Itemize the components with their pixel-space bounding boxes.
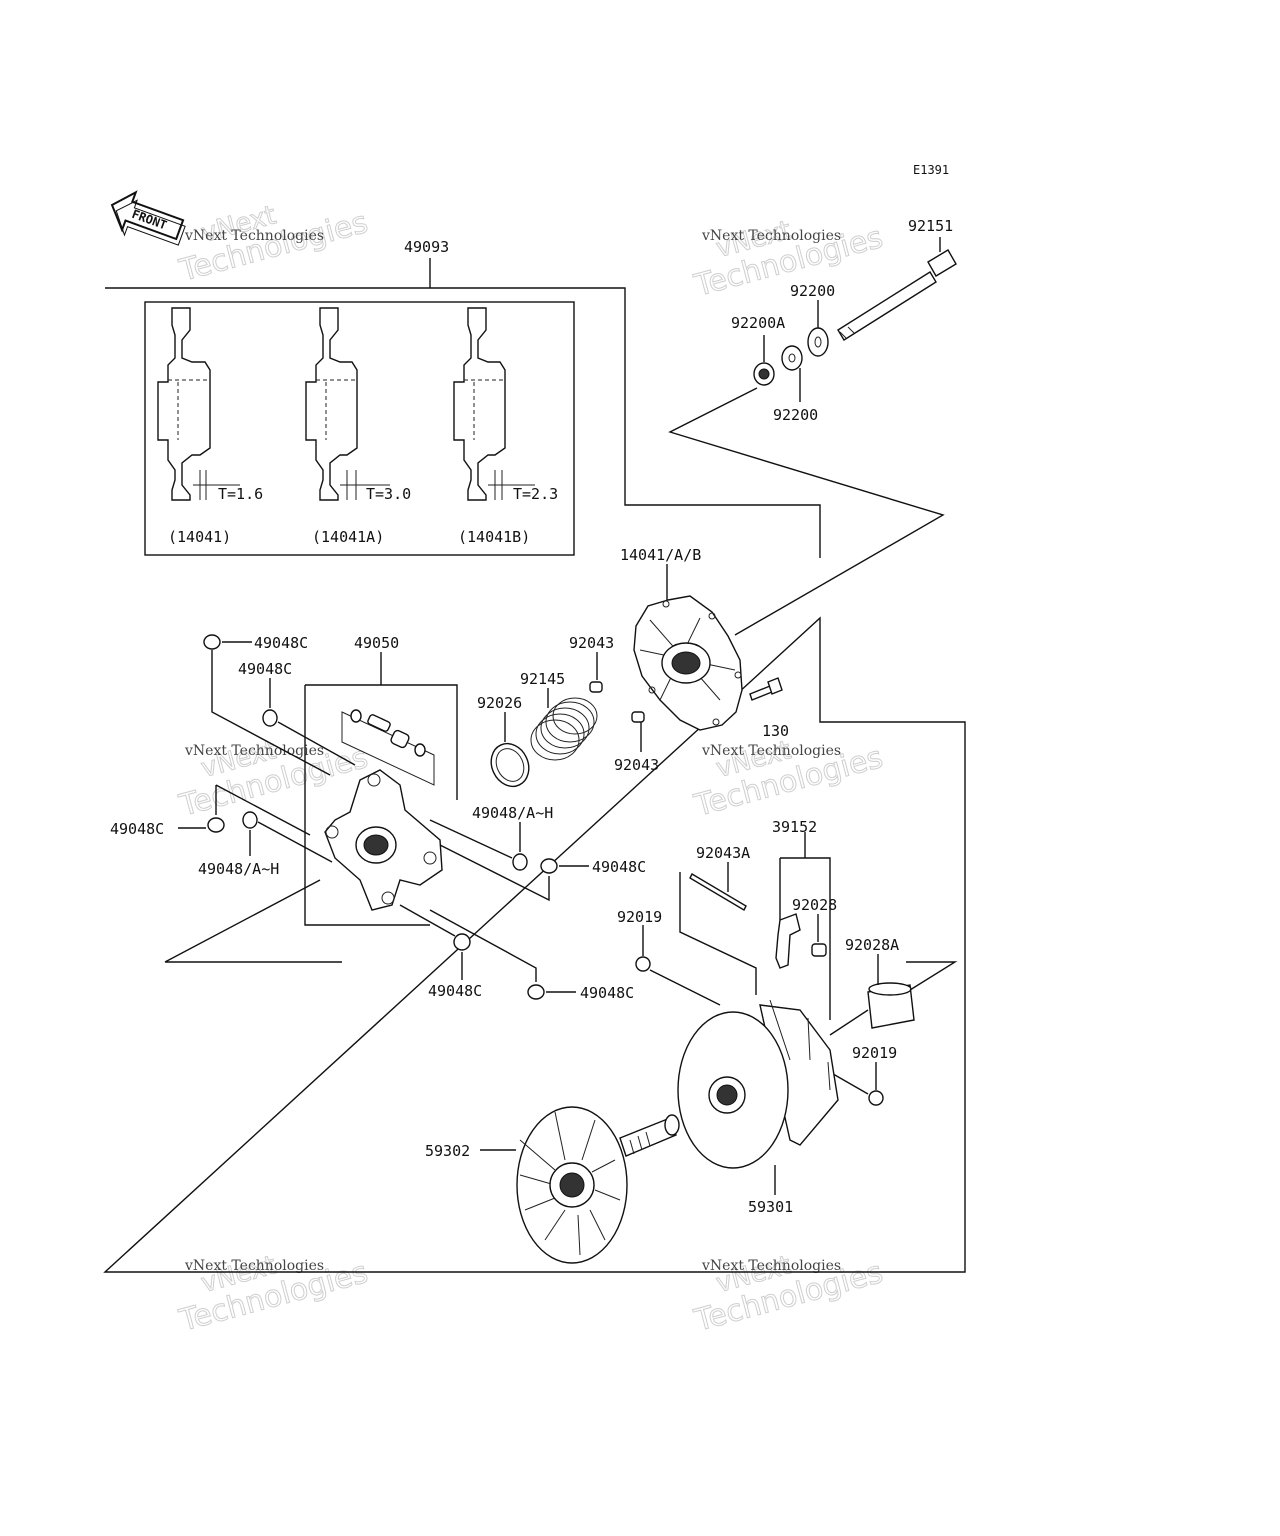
variant-2-thickness: T=3.0 bbox=[366, 485, 411, 503]
nut-49048c-4 bbox=[540, 858, 558, 874]
spring-92145 bbox=[530, 697, 598, 761]
variant-2-part: (14041A) bbox=[312, 528, 384, 546]
bolt-130 bbox=[749, 677, 783, 701]
svg-text:vNext Technologies: vNext Technologies bbox=[184, 743, 324, 759]
label-92200a: 92200A bbox=[731, 314, 785, 332]
watermark: vNext Technologies vNext Technologies vN… bbox=[175, 200, 887, 1340]
pin-49050 bbox=[367, 714, 391, 732]
movable-sheave-59301 bbox=[677, 999, 839, 1169]
washer-49050-a bbox=[350, 709, 362, 723]
label-92043-bottom: 92043 bbox=[614, 756, 659, 774]
svg-text:vNext Technologies: vNext Technologies bbox=[701, 1258, 841, 1274]
washer-92200-bottom bbox=[781, 345, 803, 371]
spider-49050 bbox=[324, 769, 443, 911]
nut-49048c-1 bbox=[203, 634, 221, 650]
label-59302: 59302 bbox=[425, 1142, 470, 1160]
label-92026: 92026 bbox=[477, 694, 522, 712]
label-49048c-6: 49048C bbox=[580, 984, 634, 1002]
label-49048c-2: 49048C bbox=[238, 660, 292, 678]
variant-1-thickness: T=1.6 bbox=[218, 485, 263, 503]
nut-49048c-2 bbox=[262, 709, 278, 727]
label-92151: 92151 bbox=[908, 217, 953, 235]
label-92200-top: 92200 bbox=[790, 282, 835, 300]
bolt-92151 bbox=[837, 249, 957, 341]
label-49048c-1: 49048C bbox=[254, 634, 308, 652]
label-49048c-4: 49048C bbox=[592, 858, 646, 876]
ring-92026 bbox=[490, 742, 530, 788]
svg-text:vNext Technologies: vNext Technologies bbox=[184, 228, 324, 244]
variant-3-part: (14041B) bbox=[458, 528, 530, 546]
cover-14041 bbox=[633, 595, 743, 731]
svg-text:vNext Technologies: vNext Technologies bbox=[701, 743, 841, 759]
label-49048c-5: 49048C bbox=[428, 982, 482, 1000]
svg-text:vNext Technologies: vNext Technologies bbox=[184, 1258, 324, 1274]
label-92043-top: 92043 bbox=[569, 634, 614, 652]
label-49093: 49093 bbox=[404, 238, 449, 256]
nut-49048ah-1 bbox=[242, 811, 258, 829]
nut-49048c-5 bbox=[453, 933, 471, 951]
svg-text:vNext Technologies: vNext Technologies bbox=[701, 228, 841, 244]
label-92019-1: 92019 bbox=[617, 908, 662, 926]
label-92028a: 92028A bbox=[845, 936, 899, 954]
label-92145: 92145 bbox=[520, 670, 565, 688]
label-92019-2: 92019 bbox=[852, 1044, 897, 1062]
label-49048c-3: 49048C bbox=[110, 820, 164, 838]
assembly-outline bbox=[103, 287, 966, 1273]
washer-92200-top bbox=[807, 327, 829, 357]
roller-49050 bbox=[390, 729, 410, 749]
variant-3-thickness: T=2.3 bbox=[513, 485, 558, 503]
pin-92043-top bbox=[589, 681, 603, 693]
variant-3: T=2.3 (14041B) bbox=[453, 307, 558, 546]
pin-92043a bbox=[689, 873, 747, 911]
label-92200-bottom: 92200 bbox=[773, 406, 818, 424]
label-92043a: 92043A bbox=[696, 844, 750, 862]
nut-49048c-3 bbox=[207, 817, 225, 833]
pin-92043-bottom bbox=[631, 711, 645, 723]
washer-49050-b bbox=[414, 743, 426, 757]
nut-49048c-6 bbox=[527, 984, 545, 1000]
nut-49048ah-2 bbox=[512, 853, 528, 871]
fixed-sheave-59302 bbox=[516, 1106, 680, 1264]
diagram-code: E1391 bbox=[913, 163, 949, 177]
bushing-92028a bbox=[867, 982, 915, 1029]
bushing-92028 bbox=[811, 943, 827, 957]
variant-2: T=3.0 (14041A) bbox=[305, 307, 411, 546]
label-49050: 49050 bbox=[354, 634, 399, 652]
label-14041ab: 14041/A/B bbox=[620, 546, 701, 564]
front-arrow-icon: FRONT bbox=[110, 190, 186, 246]
variant-1-part: (14041) bbox=[168, 528, 231, 546]
variant-1: T=1.6 (14041) bbox=[157, 307, 263, 546]
nut-92019-2 bbox=[868, 1090, 884, 1106]
variant-detail-box bbox=[144, 301, 575, 556]
label-92028: 92028 bbox=[792, 896, 837, 914]
weight-arm bbox=[775, 913, 801, 969]
label-130: 130 bbox=[762, 722, 789, 740]
label-39152: 39152 bbox=[772, 818, 817, 836]
nut-92019-1 bbox=[635, 956, 651, 972]
label-49048ah-2: 49048/A~H bbox=[472, 804, 553, 822]
label-49048ah-1: 49048/A~H bbox=[198, 860, 279, 878]
label-59301: 59301 bbox=[748, 1198, 793, 1216]
